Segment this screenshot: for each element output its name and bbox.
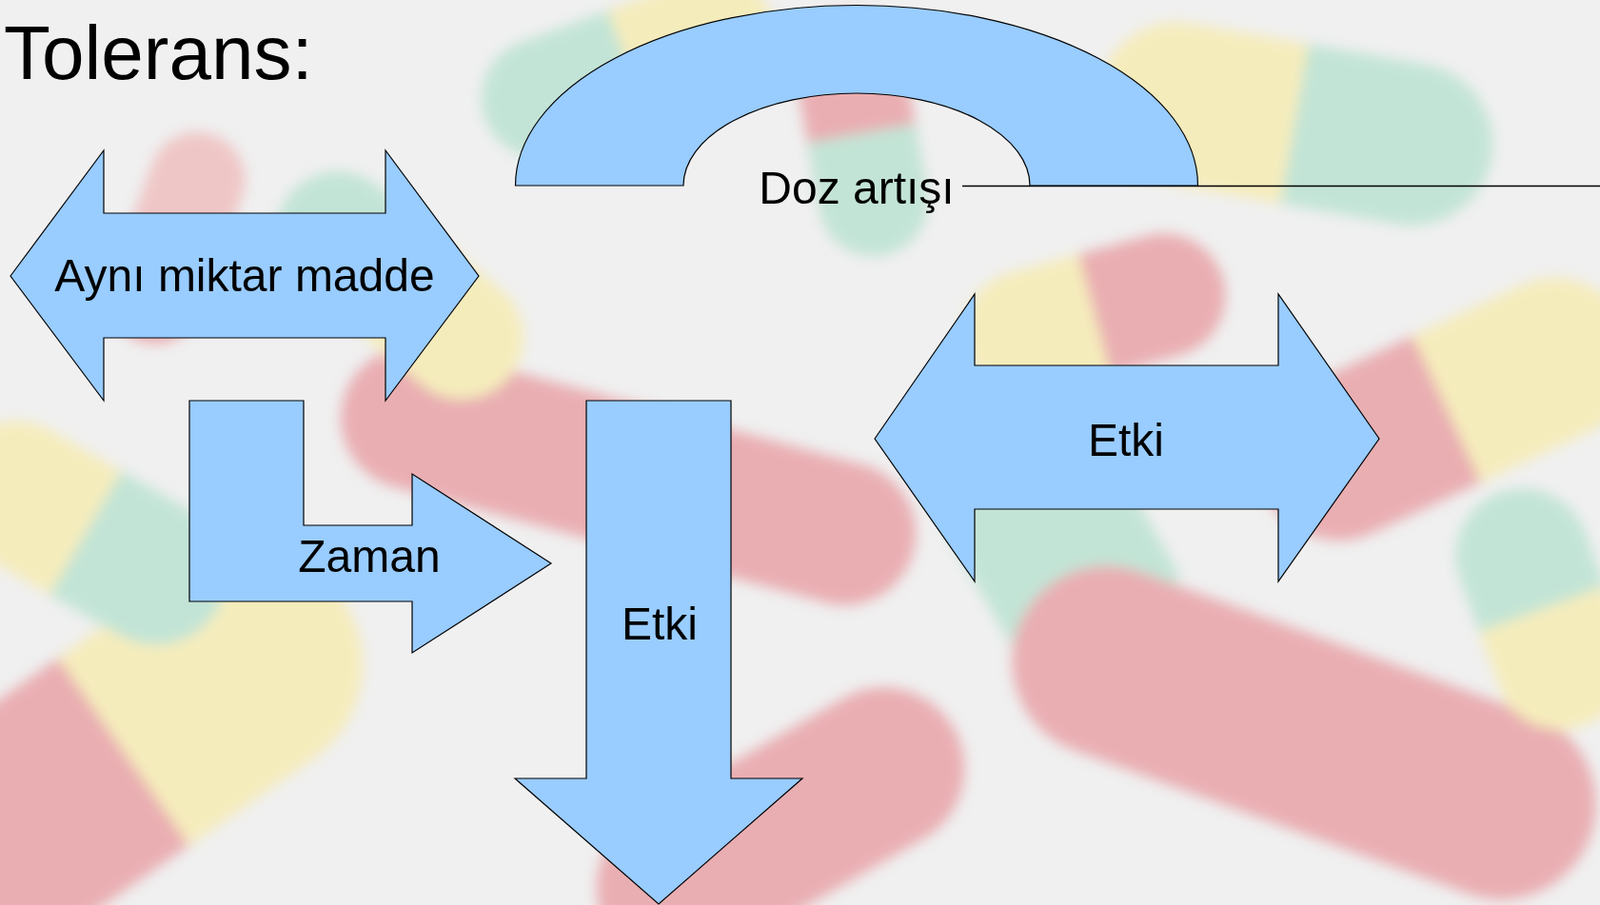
- arrow-label: Etki: [621, 597, 698, 651]
- block-arrow: Aynı miktar madde: [10, 150, 480, 402]
- arrow-label: Aynı miktar madde: [54, 249, 435, 302]
- pill-half: [50, 471, 184, 631]
- block-arrow: Etki: [514, 400, 804, 905]
- pill-half: [1280, 43, 1505, 238]
- block-arrow: Doz artışı: [514, 4, 1199, 219]
- pill-half: [1280, 43, 1388, 218]
- arrow-label: Zaman: [297, 530, 440, 583]
- block-arrow: Zaman: [189, 400, 553, 654]
- pill-half: [1479, 586, 1600, 749]
- pill-half: [1412, 301, 1555, 483]
- title-box: Tolerans:: [3, 9, 314, 98]
- pill-half: [1078, 237, 1170, 374]
- slide-title: Tolerans:: [3, 9, 314, 98]
- arrow-label: Doz artışı: [758, 161, 954, 215]
- pill-half: [1412, 251, 1600, 483]
- block-arrow: Etki: [874, 294, 1381, 583]
- arrow-outline: [515, 5, 1199, 186]
- pill-half: [1078, 219, 1240, 375]
- pill-half: [1479, 586, 1600, 695]
- arrow-outline: [10, 150, 479, 401]
- arrow-outline: [189, 400, 552, 653]
- arrow-outline: [874, 294, 1380, 582]
- pill-capsule: [1437, 470, 1600, 749]
- arrow-outline: [514, 400, 803, 905]
- arrow-shape: [514, 400, 804, 905]
- arrow-label: Etki: [1087, 414, 1165, 467]
- arrow-shape: [189, 400, 553, 654]
- pill-half: [1271, 643, 1426, 855]
- pill-half: [1437, 470, 1600, 749]
